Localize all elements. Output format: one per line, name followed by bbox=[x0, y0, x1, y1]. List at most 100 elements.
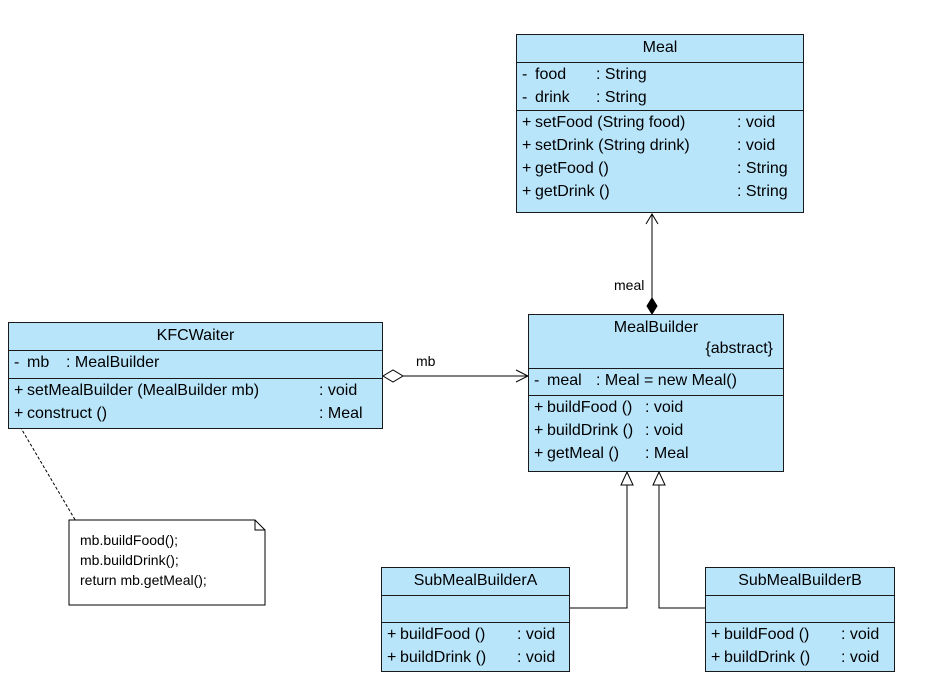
operation-name: setDrink (String drink) bbox=[535, 137, 690, 154]
class-submealbuildera-operations: +buildFood () : void +buildDrink () : void bbox=[382, 623, 569, 671]
operation-name: getDrink () bbox=[535, 183, 610, 200]
class-submealbuilderb-attributes bbox=[706, 596, 894, 623]
operation-row: +buildDrink () : void bbox=[711, 646, 894, 669]
visibility-marker: - bbox=[534, 372, 540, 389]
operation-row: +setFood (String food) : void bbox=[522, 111, 803, 134]
attribute-name: food bbox=[535, 66, 567, 83]
attribute-name: meal bbox=[547, 372, 582, 389]
class-mealbuilder-attributes: -meal : Meal = new Meal() bbox=[529, 369, 783, 396]
class-mealbuilder-header: MealBuilder {abstract} bbox=[529, 315, 783, 369]
class-mealbuilder-stereotype: {abstract} bbox=[705, 340, 773, 357]
visibility-marker: - bbox=[14, 354, 20, 371]
note-anchor-line bbox=[14, 417, 88, 541]
operation-type: : String bbox=[737, 160, 788, 177]
operation-name: setMealBuilder (MealBuilder mb) bbox=[27, 382, 260, 399]
visibility-marker: + bbox=[14, 382, 24, 399]
aggregation-mb-connector bbox=[382, 369, 530, 383]
operation-row: +setMealBuilder (MealBuilder mb) : void bbox=[14, 379, 382, 402]
composition-meal-connector bbox=[645, 213, 659, 315]
visibility-marker: + bbox=[387, 626, 397, 643]
operation-name: setFood (String food) bbox=[535, 114, 686, 131]
operation-type: : void bbox=[517, 649, 556, 666]
visibility-marker: + bbox=[522, 183, 532, 200]
visibility-marker: + bbox=[534, 445, 544, 462]
aggregation-role-label: mb bbox=[416, 353, 436, 369]
operation-type: : void bbox=[319, 382, 358, 399]
generalization-b-arrowhead bbox=[652, 470, 666, 486]
operation-type: : String bbox=[737, 183, 788, 200]
visibility-marker: + bbox=[534, 422, 544, 439]
operation-name: buildFood () bbox=[724, 626, 810, 643]
operation-row: +getMeal () : Meal bbox=[534, 442, 783, 465]
class-meal-name: Meal bbox=[517, 35, 803, 63]
note-line: mb.buildDrink(); bbox=[80, 552, 179, 568]
generalization-b-connector bbox=[652, 470, 705, 609]
class-submealbuilderb-name: SubMealBuilderB bbox=[706, 568, 894, 596]
note-comment[interactable]: mb.buildFood(); mb.buildDrink(); return … bbox=[69, 520, 265, 605]
visibility-marker: + bbox=[534, 399, 544, 416]
class-kfcwaiter-attributes: -mb : MealBuilder bbox=[9, 351, 382, 379]
operation-row: +construct () : Meal bbox=[14, 402, 382, 425]
operation-name: buildDrink () bbox=[724, 649, 811, 666]
visibility-marker: + bbox=[387, 649, 397, 666]
aggregation-diamond bbox=[382, 369, 404, 383]
operation-name: getFood () bbox=[535, 160, 609, 177]
class-submealbuildera-name: SubMealBuilderA bbox=[382, 568, 569, 596]
attribute-type: : Meal = new Meal() bbox=[596, 372, 737, 389]
class-kfcwaiter-operations: +setMealBuilder (MealBuilder mb) : void +… bbox=[9, 379, 382, 428]
generalization-a-arrowhead bbox=[620, 470, 634, 486]
operation-name: buildDrink () bbox=[547, 422, 634, 439]
operation-row: +setDrink (String drink): void bbox=[522, 134, 803, 157]
note-shape bbox=[68, 519, 266, 606]
class-mealbuilder[interactable]: MealBuilder {abstract} -meal : Meal = new… bbox=[528, 314, 784, 472]
operation-name: buildFood () bbox=[547, 399, 633, 416]
class-submealbuildera-attributes bbox=[382, 596, 569, 623]
operation-type: : Meal bbox=[319, 405, 363, 422]
composition-diamond bbox=[646, 297, 658, 315]
operation-type: : void bbox=[645, 422, 684, 439]
operation-row: +buildDrink () : void bbox=[534, 419, 783, 442]
class-submealbuilderb-operations: +buildFood () : void +buildDrink () : void bbox=[706, 623, 894, 671]
operation-row: +getDrink () : String bbox=[522, 180, 803, 203]
operation-row: +getFood () : String bbox=[522, 157, 803, 180]
visibility-marker: + bbox=[522, 114, 532, 131]
class-kfcwaiter-name: KFCWaiter bbox=[9, 323, 382, 351]
composition-role-label: meal bbox=[614, 277, 645, 293]
attribute-name: drink bbox=[535, 89, 570, 106]
class-meal-operations: +setFood (String food): void +setDrink (… bbox=[517, 111, 803, 212]
operation-name: construct () bbox=[27, 405, 108, 422]
class-kfcwaiter[interactable]: KFCWaiter -mb : MealBuilder +setMealBuild… bbox=[8, 322, 383, 429]
attribute-row: -food: String bbox=[522, 63, 803, 86]
operation-type: : Meal bbox=[645, 445, 689, 462]
attribute-row: -meal : Meal = new Meal() bbox=[534, 369, 783, 392]
operation-type: : void bbox=[841, 649, 880, 666]
note-line: return mb.getMeal(); bbox=[80, 572, 207, 588]
operation-name: buildDrink () bbox=[400, 649, 487, 666]
generalization-a-connector bbox=[570, 470, 634, 609]
class-submealbuilderb[interactable]: SubMealBuilderB +buildFood () : void +bui… bbox=[705, 567, 895, 672]
operation-type: : void bbox=[737, 114, 776, 131]
attribute-type: : String bbox=[596, 89, 647, 106]
attribute-row: -drink : String bbox=[522, 86, 803, 109]
operation-row: +buildDrink () : void bbox=[387, 646, 569, 669]
operation-type: : void bbox=[645, 399, 684, 416]
attribute-row: -mb : MealBuilder bbox=[14, 351, 382, 374]
operation-row: +buildFood (): void bbox=[711, 623, 894, 646]
class-submealbuildera[interactable]: SubMealBuilderA +buildFood () : void +bui… bbox=[381, 567, 570, 672]
attribute-type: : MealBuilder bbox=[66, 354, 160, 371]
operation-name: getMeal () bbox=[547, 445, 620, 462]
operation-type: : void bbox=[517, 626, 556, 643]
visibility-marker: - bbox=[522, 89, 528, 106]
operation-row: +buildFood () : void bbox=[387, 623, 569, 646]
visibility-marker: + bbox=[711, 649, 721, 666]
operation-name: buildFood () bbox=[400, 626, 486, 643]
class-meal[interactable]: Meal -food: String -drink: String +setFo… bbox=[516, 34, 804, 213]
class-mealbuilder-name: MealBuilder bbox=[613, 319, 699, 336]
class-meal-attributes: -food : String -drink : String bbox=[517, 63, 803, 111]
visibility-marker: + bbox=[522, 160, 532, 177]
operation-type: : void bbox=[841, 626, 880, 643]
visibility-marker: + bbox=[14, 405, 24, 422]
attribute-type: : String bbox=[596, 66, 647, 83]
attribute-name: mb bbox=[27, 354, 50, 371]
